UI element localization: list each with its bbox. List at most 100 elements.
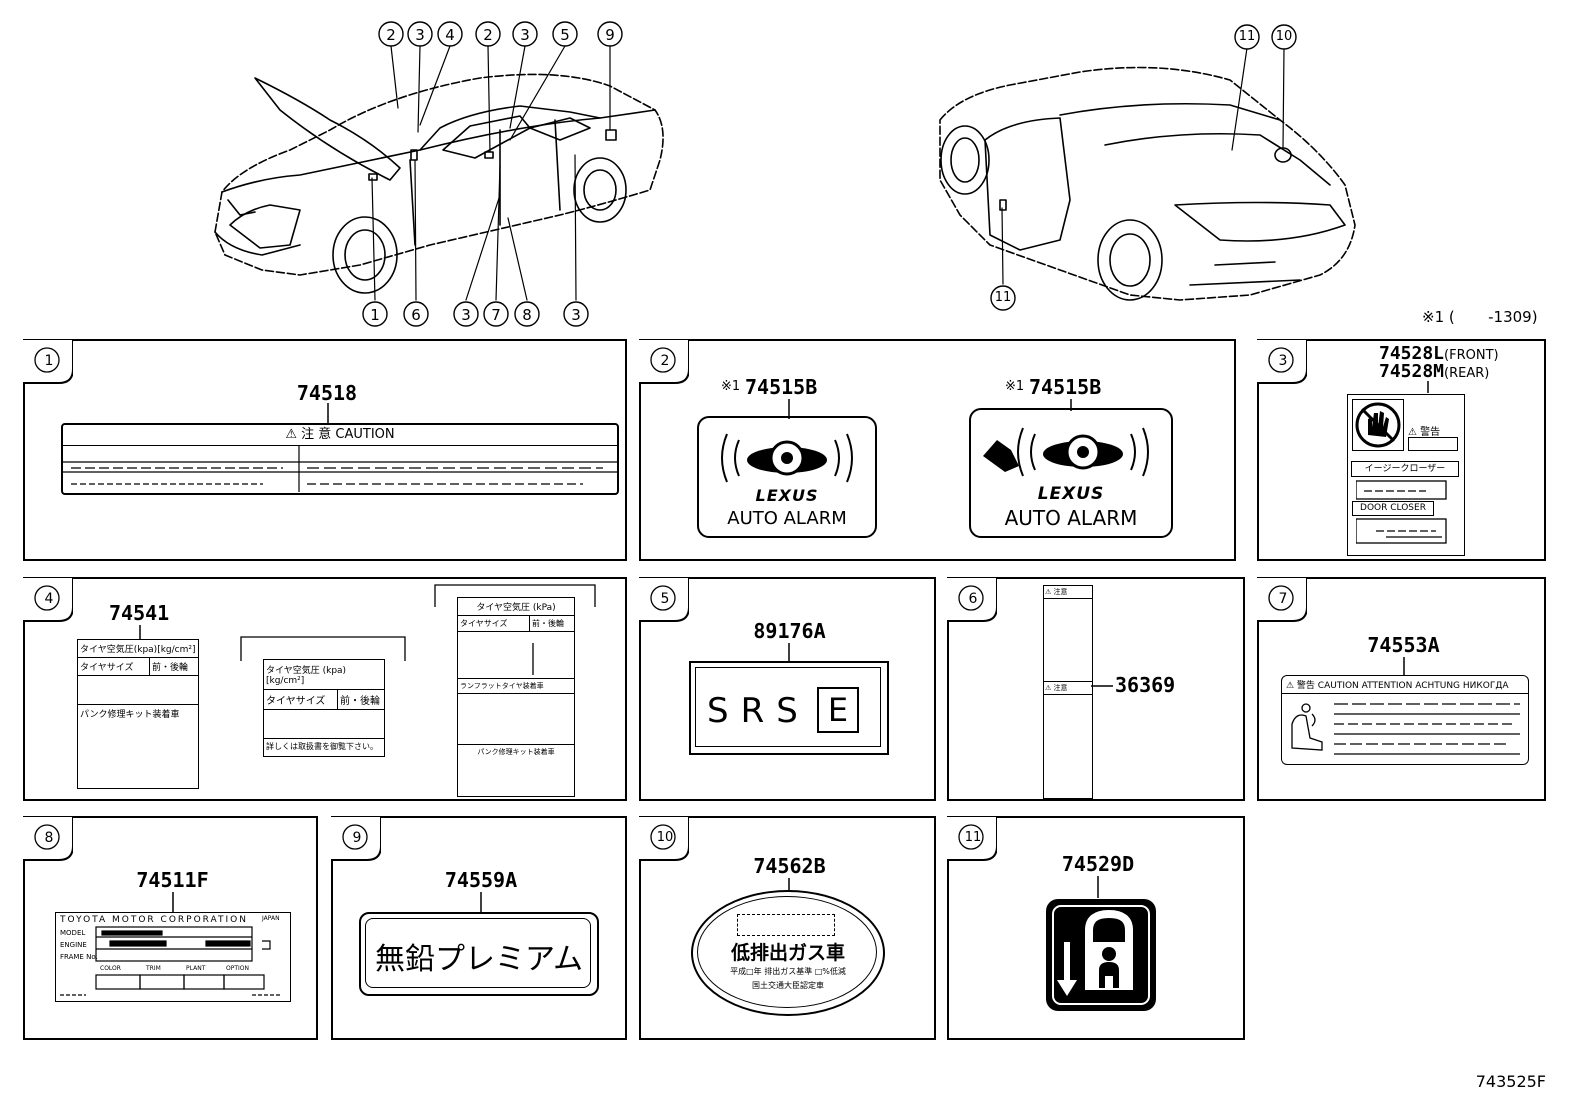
- model-text: MODEL: [60, 929, 86, 937]
- low-emission-sub2: 国土交通大臣認定車: [752, 981, 824, 990]
- part-number-36369: 36369: [1115, 673, 1176, 697]
- srs-text: SRS: [707, 691, 810, 731]
- details-note: 詳しくは取扱書を御覧下さい。: [266, 742, 378, 751]
- part-number-89176A: 89176A: [753, 619, 826, 643]
- panel-number-1: 1: [44, 353, 54, 369]
- door-closer-text: DOOR CLOSER: [1352, 501, 1434, 516]
- easy-closer-label: イージークローザー: [1351, 461, 1459, 477]
- repair-kit-c: パンク修理キット装着車: [477, 748, 555, 756]
- callout-front-11: 7: [491, 306, 501, 324]
- tire-pressure-label-c: タイヤ空気圧 (kPa) タイヤサイズ前・後輪 ランフラットタイヤ装着車 パンク…: [457, 597, 575, 797]
- part-number-74511F: 74511F: [136, 868, 209, 892]
- label-text-lines: [1356, 480, 1447, 544]
- auto-alarm-label-a: LEXUS AUTO ALARM: [697, 416, 877, 538]
- panel-number-8: 8: [44, 830, 54, 846]
- panel-5: 5 89176A SRS E: [639, 577, 936, 801]
- diagram-id: 743525F: [1475, 1072, 1546, 1091]
- leader-line: [480, 892, 482, 912]
- note-a: ⚠ 注意: [1044, 586, 1092, 599]
- door-closer-label: ⚠ 警告 イージークローザー DOOR CLOSER: [1347, 394, 1465, 556]
- leader-line: [1091, 685, 1113, 687]
- warning-label: ⚠ 警告: [1408, 427, 1441, 438]
- front-leader-lines: [371, 45, 611, 301]
- auto-alarm-label-b: LEXUS AUTO ALARM: [969, 408, 1173, 538]
- leader-line: [327, 403, 329, 425]
- caution-body-lines: [63, 446, 617, 492]
- callout-front-1: 2: [386, 26, 396, 44]
- premium-unleaded-text: 無鉛プレミアム: [375, 942, 583, 977]
- callout-front-12: 8: [522, 306, 532, 324]
- panel-number-5: 5: [660, 591, 670, 607]
- part-number-74541: 74541: [109, 601, 170, 625]
- panel-number-3: 3: [1278, 353, 1288, 369]
- panel-number-9: 9: [352, 830, 362, 846]
- low-emission-sub1: 平成□年 排出ガス基準 □%低減: [730, 967, 846, 976]
- note-b: ⚠ 注意: [1044, 682, 1092, 695]
- engine-text: ENGINE: [60, 941, 87, 949]
- premium-unleaded-label: 無鉛プレミアム: [359, 912, 599, 996]
- leader-line: [788, 399, 790, 419]
- panel-number-6: 6: [968, 591, 978, 607]
- frame-text: FRAME No.: [60, 953, 98, 961]
- country-text: JAPAN: [262, 915, 280, 922]
- tire-pressure-label-a: タイヤ空気圧(kpa)[kg/cm²] タイヤサイズ前・後輪 パンク修理キット装…: [77, 639, 199, 789]
- leader-line: [1403, 657, 1405, 675]
- car-front-view-icon: [214, 73, 664, 294]
- panel-7: 7 74553A ⚠ 警告 CAUTION ATTENTION ACHTUNG …: [1257, 577, 1546, 801]
- leader-line: [139, 625, 141, 639]
- tire-pressure-label-b: タイヤ空気圧 (kpa)[kg/cm²] タイヤサイズ前・後輪 詳しくは取扱書を…: [263, 659, 385, 757]
- caution-label-74518: ⚠ 注 意 CAUTION: [61, 423, 619, 495]
- panel-tag-6: [947, 577, 997, 622]
- footnote-mark-b: ※1: [1005, 379, 1025, 394]
- srs-e-box: E: [817, 687, 859, 733]
- tire-size-header-c: タイヤサイズ: [460, 619, 508, 628]
- tire-size-header-b: タイヤサイズ: [266, 696, 326, 707]
- panel-11: 11 74529D: [947, 816, 1245, 1040]
- leader-line: [1427, 381, 1429, 393]
- runflat-note: ランフラットタイヤ装着車: [458, 679, 574, 694]
- maker-text: TOYOTA MOTOR CORPORATION: [60, 915, 248, 925]
- callout-front-6: 5: [560, 26, 570, 44]
- low-emission-label: 低排出ガス車 平成□年 排出ガス基準 □%低減 国土交通大臣認定車: [691, 890, 885, 1016]
- vin-plate-label: TOYOTA MOTOR CORPORATION JAPAN MODEL ENG…: [55, 912, 291, 1002]
- callout-rear-1: 11: [1238, 29, 1256, 44]
- hand-caution-icon: [1352, 399, 1404, 451]
- leader-line: [172, 892, 174, 912]
- panel-number-10: 10: [656, 830, 674, 845]
- panel-number-4: 4: [44, 591, 54, 607]
- part-number-74515B-b: 74515B: [1029, 375, 1102, 399]
- rear-leader-lines: [1001, 47, 1285, 285]
- part-number-74562B: 74562B: [753, 854, 826, 878]
- callout-front-5: 3: [520, 26, 530, 44]
- multilang-caution-label: ⚠ 警告 CAUTION ATTENTION ACHTUNG НИКОГДА: [1281, 675, 1529, 765]
- leader-line: [788, 643, 790, 661]
- front-label: (FRONT): [1444, 348, 1499, 363]
- color-text: COLOR: [100, 965, 121, 972]
- option-text: OPTION: [226, 965, 249, 972]
- panel-3: 3 74528L(FRONT) 74528M(REAR) ⚠ 警告 イージークロ…: [1257, 339, 1546, 561]
- caution-header: ⚠ 注 意 CAUTION: [63, 425, 617, 446]
- panel-tag-3: [1257, 339, 1307, 384]
- footnote: ※1 ( -1309): [1422, 308, 1538, 326]
- callout-front-2: 3: [415, 26, 425, 44]
- brand-label-b: LEXUS: [1037, 484, 1105, 504]
- trim-text: TRIM: [146, 965, 161, 972]
- callout-rear-3: 11: [994, 290, 1012, 305]
- rear-label: (REAR): [1444, 366, 1490, 381]
- panel-number-2: 2: [660, 353, 670, 369]
- callout-rear-2: 10: [1275, 29, 1293, 44]
- auto-alarm-text-a: AUTO ALARM: [727, 508, 847, 529]
- srs-label: SRS E: [689, 661, 889, 755]
- front-callouts: 2 3 4 2 3 5 9 1 6 3 7 8 3 11 10 11: [0, 0, 1592, 335]
- callout-front-4: 2: [483, 26, 493, 44]
- leader-line: [788, 878, 790, 890]
- panel-6: 6 ⚠ 注意 ⚠ 注意 36369: [947, 577, 1245, 801]
- plant-text: PLANT: [186, 965, 206, 972]
- footnote-mark-a: ※1: [721, 379, 741, 394]
- repair-kit-a: パンク修理キット装着車: [80, 710, 180, 720]
- leader-line: [532, 643, 534, 675]
- part-number-74518: 74518: [296, 381, 358, 405]
- alarm-car-icon: [983, 427, 1149, 477]
- part-number-74528L: 74528L: [1379, 343, 1445, 364]
- panel-9: 9 74559A 無鉛プレミアム: [331, 816, 627, 1040]
